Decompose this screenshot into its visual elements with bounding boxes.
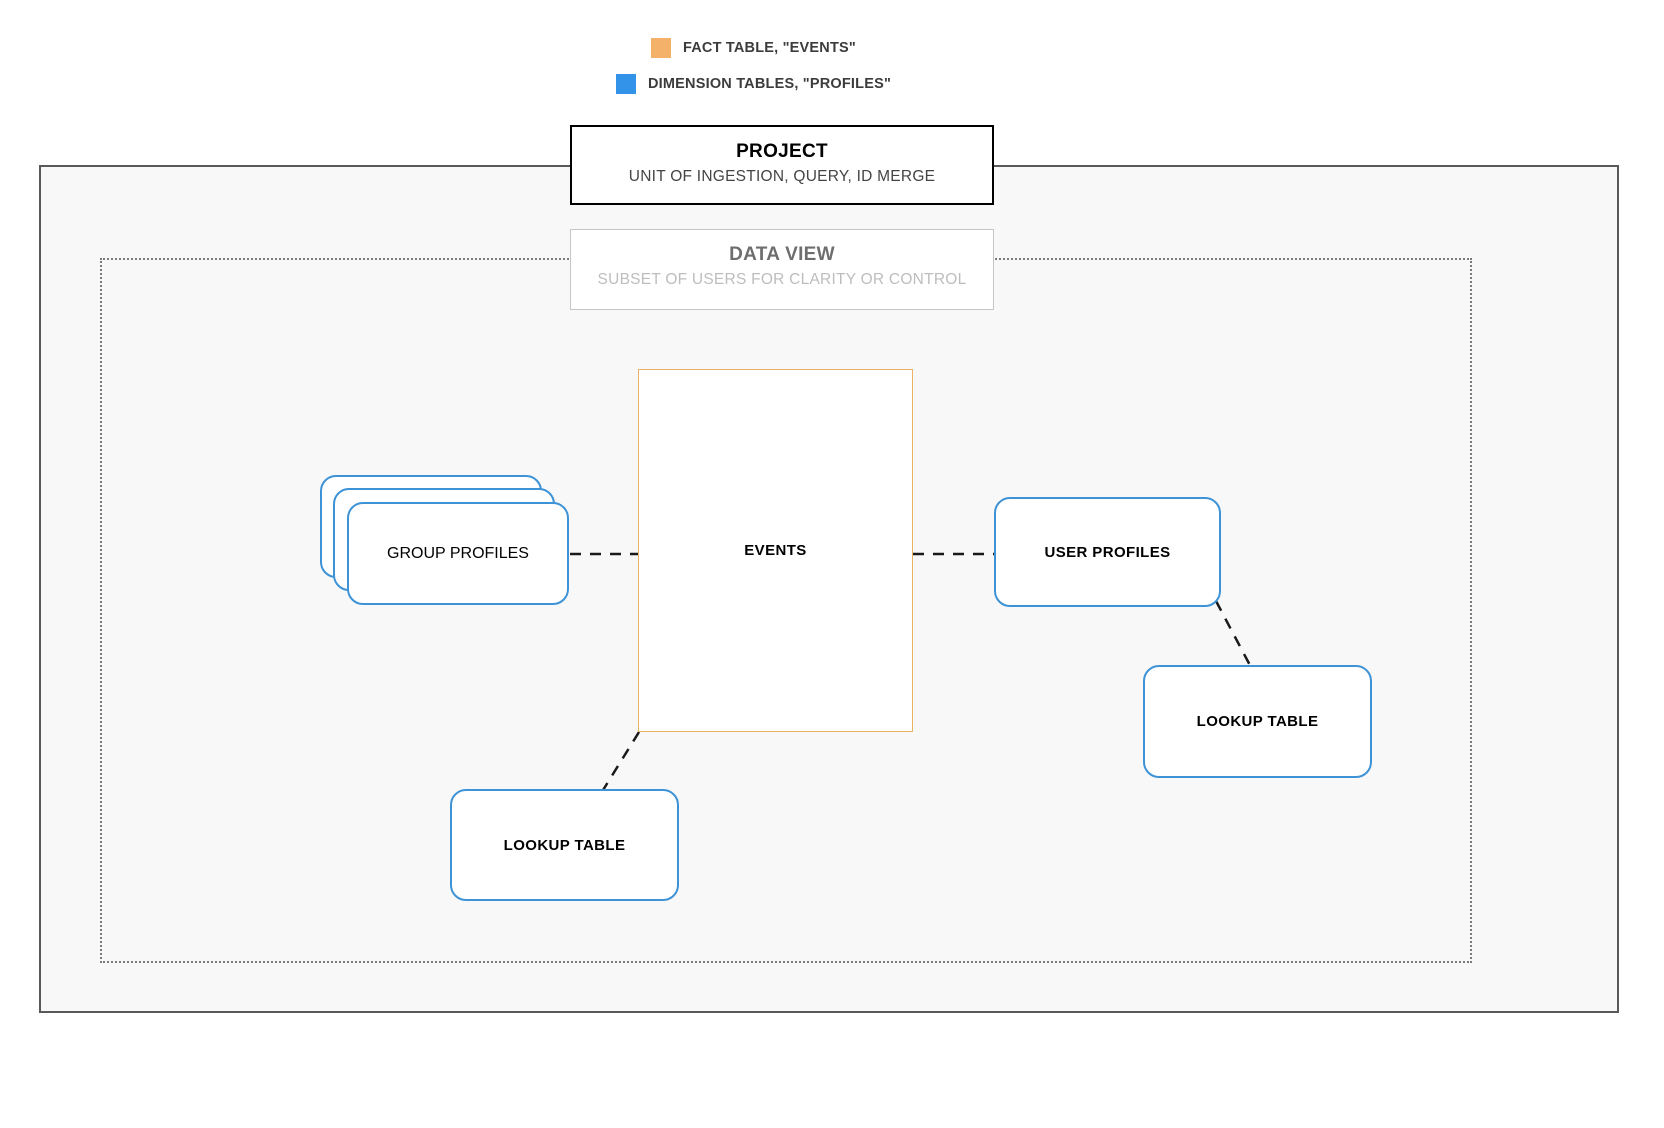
node-events-label: EVENTS xyxy=(744,542,807,559)
legend-label-dimension-tables: DIMENSION TABLES, "PROFILES" xyxy=(648,76,892,92)
legend-label-fact-table: FACT TABLE, "EVENTS" xyxy=(683,40,856,56)
project-title: PROJECT xyxy=(736,141,828,162)
node-lookup-table-left[interactable]: LOOKUP TABLE xyxy=(450,789,679,901)
node-events[interactable]: EVENTS xyxy=(638,369,913,732)
data-view-subtitle: SUBSET OF USERS FOR CLARITY OR CONTROL xyxy=(597,270,967,288)
node-lookup-table-right[interactable]: LOOKUP TABLE xyxy=(1143,665,1372,778)
project-card: PROJECT UNIT OF INGESTION, QUERY, ID MER… xyxy=(570,125,994,205)
data-view-card: DATA VIEW SUBSET OF USERS FOR CLARITY OR… xyxy=(570,229,994,310)
legend: FACT TABLE, "EVENTS" DIMENSION TABLES, "… xyxy=(0,30,1664,102)
group-profiles-stack-layer-front[interactable]: GROUP PROFILES xyxy=(347,502,569,605)
node-group-profiles[interactable]: GROUP PROFILES xyxy=(320,475,570,605)
data-view-title: DATA VIEW xyxy=(729,244,835,265)
node-user-profiles-label: USER PROFILES xyxy=(1044,543,1171,561)
node-lookup-table-right-label: LOOKUP TABLE xyxy=(1196,713,1319,730)
project-subtitle: UNIT OF INGESTION, QUERY, ID MERGE xyxy=(628,167,936,185)
legend-item-fact-table: FACT TABLE, "EVENTS" xyxy=(0,30,1664,66)
node-lookup-table-left-label: LOOKUP TABLE xyxy=(503,836,626,854)
node-group-profiles-label: GROUP PROFILES xyxy=(387,544,529,562)
square-swatch-icon xyxy=(616,74,636,94)
legend-item-dimension-tables: DIMENSION TABLES, "PROFILES" xyxy=(0,66,1664,102)
square-swatch-icon xyxy=(651,38,671,58)
node-user-profiles[interactable]: USER PROFILES xyxy=(994,497,1221,607)
